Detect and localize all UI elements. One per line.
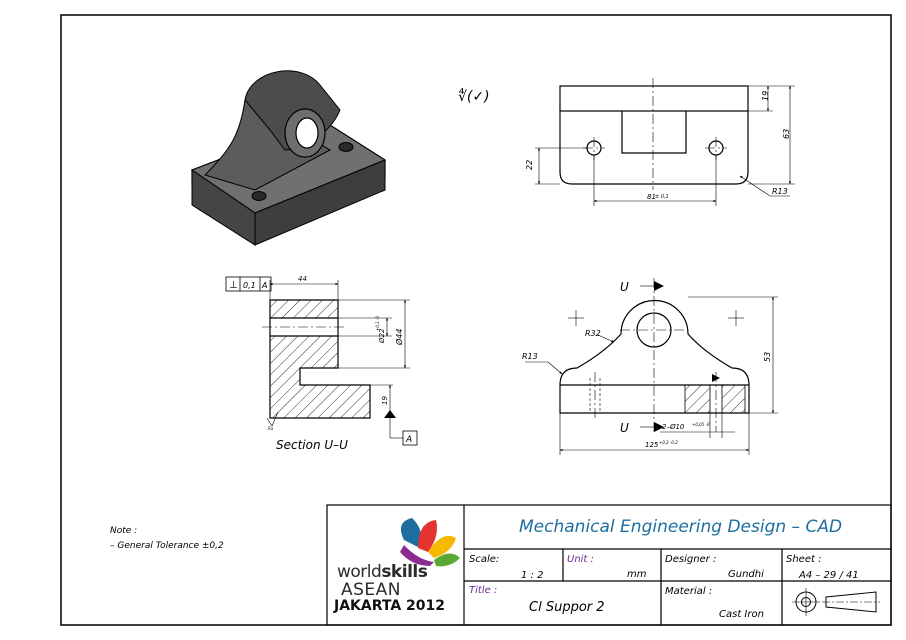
logo-skills: skills	[381, 562, 428, 582]
dim-81: 81	[647, 193, 656, 201]
surface-finish-symbol: ∜(✓)	[458, 88, 490, 105]
scale-value: 1 : 2	[521, 570, 543, 581]
designer-value: Gundhi	[728, 569, 764, 580]
logo-text-jakarta: JAKARTA 2012	[334, 598, 446, 614]
radius-r13-top: R13	[772, 187, 788, 196]
dim-dia44: Ø44	[394, 329, 404, 346]
material-label: Material :	[665, 586, 712, 597]
projection-symbol	[792, 588, 880, 616]
scale-label: Scale:	[469, 554, 499, 565]
datum-a-label: A	[405, 435, 412, 445]
dim-81-tol: ± 0,1	[655, 194, 669, 200]
gdt-datum: A	[261, 281, 267, 290]
note-title: Note :	[110, 526, 137, 536]
gdt-symbol: ⊥	[229, 280, 238, 291]
dim-53: 53	[763, 352, 772, 362]
gdt-value: 0,1	[243, 281, 256, 290]
material-value: Cast Iron	[719, 609, 764, 620]
dim-19-section: 19	[381, 396, 389, 405]
dim-22: 22	[525, 160, 534, 170]
isometric-view	[190, 70, 387, 246]
logo-text-asean: ASEAN	[341, 580, 402, 600]
worldskills-logo-graphic	[400, 518, 460, 567]
radius-r13-front: R13	[522, 352, 538, 361]
holes-callout: 2–Ø10	[662, 423, 685, 431]
designer-label: Designer :	[665, 554, 716, 565]
front-view	[525, 278, 778, 455]
unit-label: Unit :	[567, 554, 594, 565]
holes-tol: +0,05 -0	[692, 422, 710, 427]
roughness-label: Ra	[268, 426, 274, 431]
title-block-header: Mechanical Engineering Design – CAD	[519, 517, 842, 537]
cut-label-bottom: U	[620, 421, 629, 435]
dim-125-tol: +0,2 -0,2	[659, 440, 678, 445]
logo-world: world	[337, 562, 382, 582]
radius-r32: R32	[585, 329, 601, 338]
dim-44-top: 44	[298, 275, 307, 283]
top-view	[535, 78, 795, 206]
dim-19-top: 19	[761, 91, 770, 101]
dim-dia22-tol: +0,1 -0	[375, 316, 380, 331]
logo-text-worldskills: worldskills	[337, 562, 428, 582]
sheet-value: A4 – 29 / 41	[798, 570, 859, 581]
cut-label-top: U	[620, 280, 629, 294]
title-label: Title :	[469, 585, 497, 596]
title-value: Cl Suppor 2	[529, 600, 605, 615]
section-title: Section U–U	[276, 438, 348, 452]
section-view	[225, 276, 418, 446]
dim-125: 125	[645, 441, 659, 449]
dim-dia22: Ø22	[378, 328, 386, 344]
sheet-label: Sheet :	[786, 554, 821, 565]
note-line: – General Tolerance ±0,2	[110, 541, 224, 551]
title-block	[326, 504, 892, 626]
unit-value: mm	[627, 569, 647, 580]
dim-63: 63	[782, 129, 791, 139]
